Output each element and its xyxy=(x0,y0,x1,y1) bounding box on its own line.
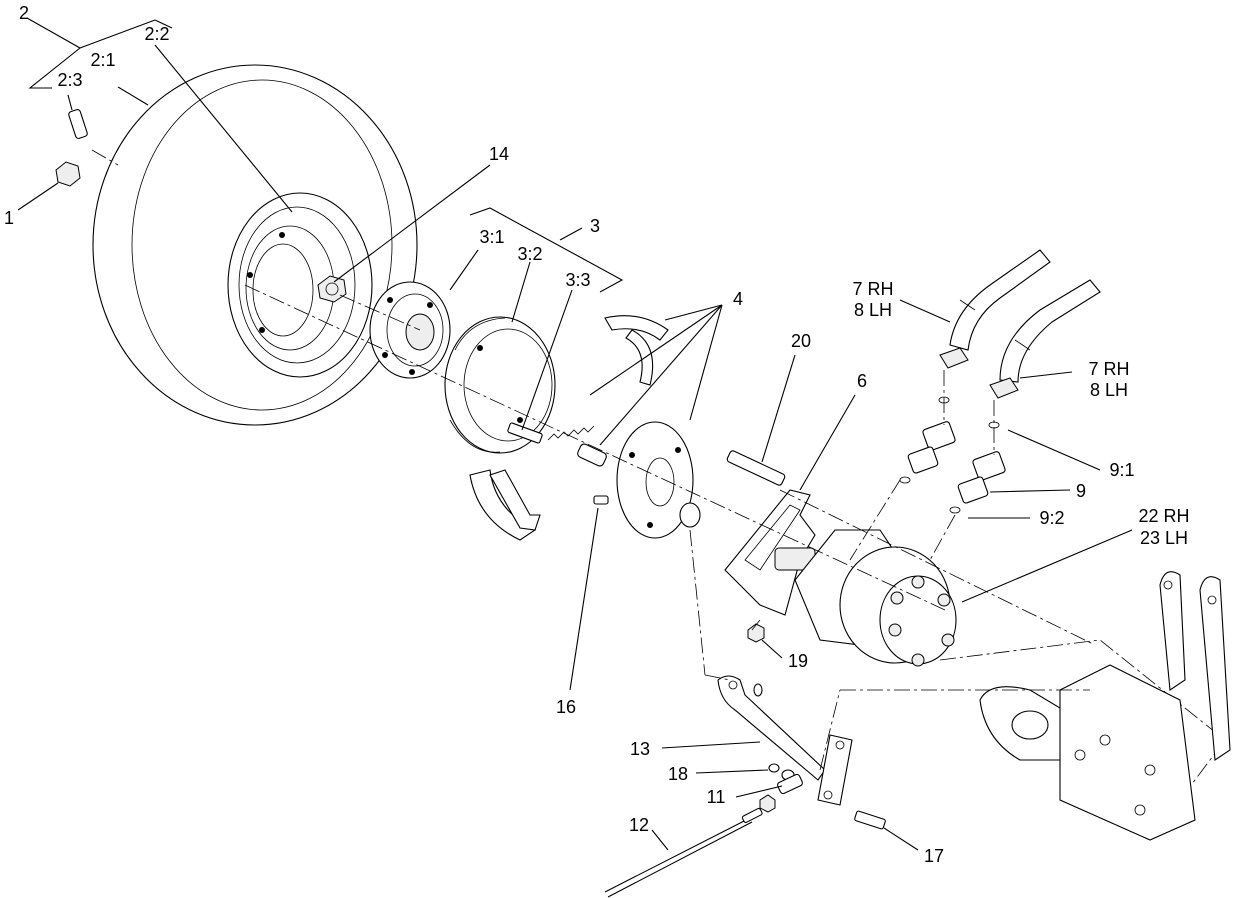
callout-2-3: 2:3 xyxy=(57,70,82,90)
callout-18: 18 xyxy=(668,764,688,784)
hydraulic-wheel-motor xyxy=(774,529,957,667)
return-spring xyxy=(547,425,595,441)
callout-4: 4 xyxy=(733,289,743,309)
assembly-centerlines xyxy=(244,284,1096,771)
brake-cable-12 xyxy=(604,807,763,898)
backing-plate xyxy=(616,421,694,539)
leader-lines xyxy=(17,17,1133,851)
lug-hole-icon xyxy=(259,327,265,333)
callout-12: 12 xyxy=(629,815,649,835)
callout-9-1: 9:1 xyxy=(1109,460,1134,480)
callout-23lh: 23 LH xyxy=(1140,528,1188,548)
brake-shoe-lower xyxy=(469,469,541,541)
callout-22rh: 22 RH xyxy=(1138,506,1189,526)
brake-shoe-upper xyxy=(604,315,669,386)
callout-2-1: 2:1 xyxy=(90,50,115,70)
bolt-17 xyxy=(854,810,886,830)
clevis-pin xyxy=(753,683,763,697)
nut-19 xyxy=(747,623,765,643)
brake-drum-3-2 xyxy=(444,316,556,454)
callout-3-3: 3:3 xyxy=(565,270,590,290)
callout-3: 3 xyxy=(590,216,600,236)
hub-3-1 xyxy=(369,281,451,379)
lug-hole-icon xyxy=(247,272,253,278)
tire-wheel-assembly xyxy=(92,64,418,426)
callout-20: 20 xyxy=(791,331,811,351)
callout-19: 19 xyxy=(788,651,808,671)
wheel-stud-3-3 xyxy=(507,422,543,444)
hydraulic-hose-lower xyxy=(989,279,1101,399)
callout-7rh-lower: 7 RH xyxy=(1088,359,1129,379)
screw-16 xyxy=(593,495,609,505)
clevis-11 xyxy=(759,773,803,813)
hydraulic-fitting-9-lower xyxy=(957,451,1006,504)
wheel-nut-14 xyxy=(317,275,347,303)
valve-stem-2-3 xyxy=(68,109,119,166)
callout-16: 16 xyxy=(556,697,576,717)
lug-nut-1 xyxy=(55,161,81,187)
motor-mount-bracket-6 xyxy=(724,489,816,616)
callout-13: 13 xyxy=(630,739,650,759)
frame-casting xyxy=(939,571,1231,841)
callout-14: 14 xyxy=(489,144,509,164)
brake-cam-4 xyxy=(577,443,607,467)
callout-7rh-upper: 7 RH xyxy=(852,279,893,299)
callout-8lh-upper: 8 LH xyxy=(854,300,892,320)
callout-8lh-lower: 8 LH xyxy=(1090,380,1128,400)
hydraulic-fitting-9-upper xyxy=(907,421,956,474)
bolt-20 xyxy=(726,450,786,486)
callout-2-2: 2:2 xyxy=(144,24,169,44)
callout-3-1: 3:1 xyxy=(479,227,504,247)
lug-hole-icon xyxy=(279,232,285,238)
callout-17: 17 xyxy=(924,846,944,866)
callout-11: 11 xyxy=(707,787,726,807)
callout-6: 6 xyxy=(857,371,867,391)
brake-lever-13 xyxy=(717,675,853,806)
callout-9: 9 xyxy=(1076,481,1086,501)
hydraulic-hose-upper xyxy=(939,249,1051,369)
callout-2: 2 xyxy=(19,3,29,23)
callout-3-2: 3:2 xyxy=(517,244,542,264)
spacer-bushing xyxy=(679,502,701,528)
callout-9-2: 9:2 xyxy=(1039,508,1064,528)
callout-1: 1 xyxy=(4,208,14,228)
